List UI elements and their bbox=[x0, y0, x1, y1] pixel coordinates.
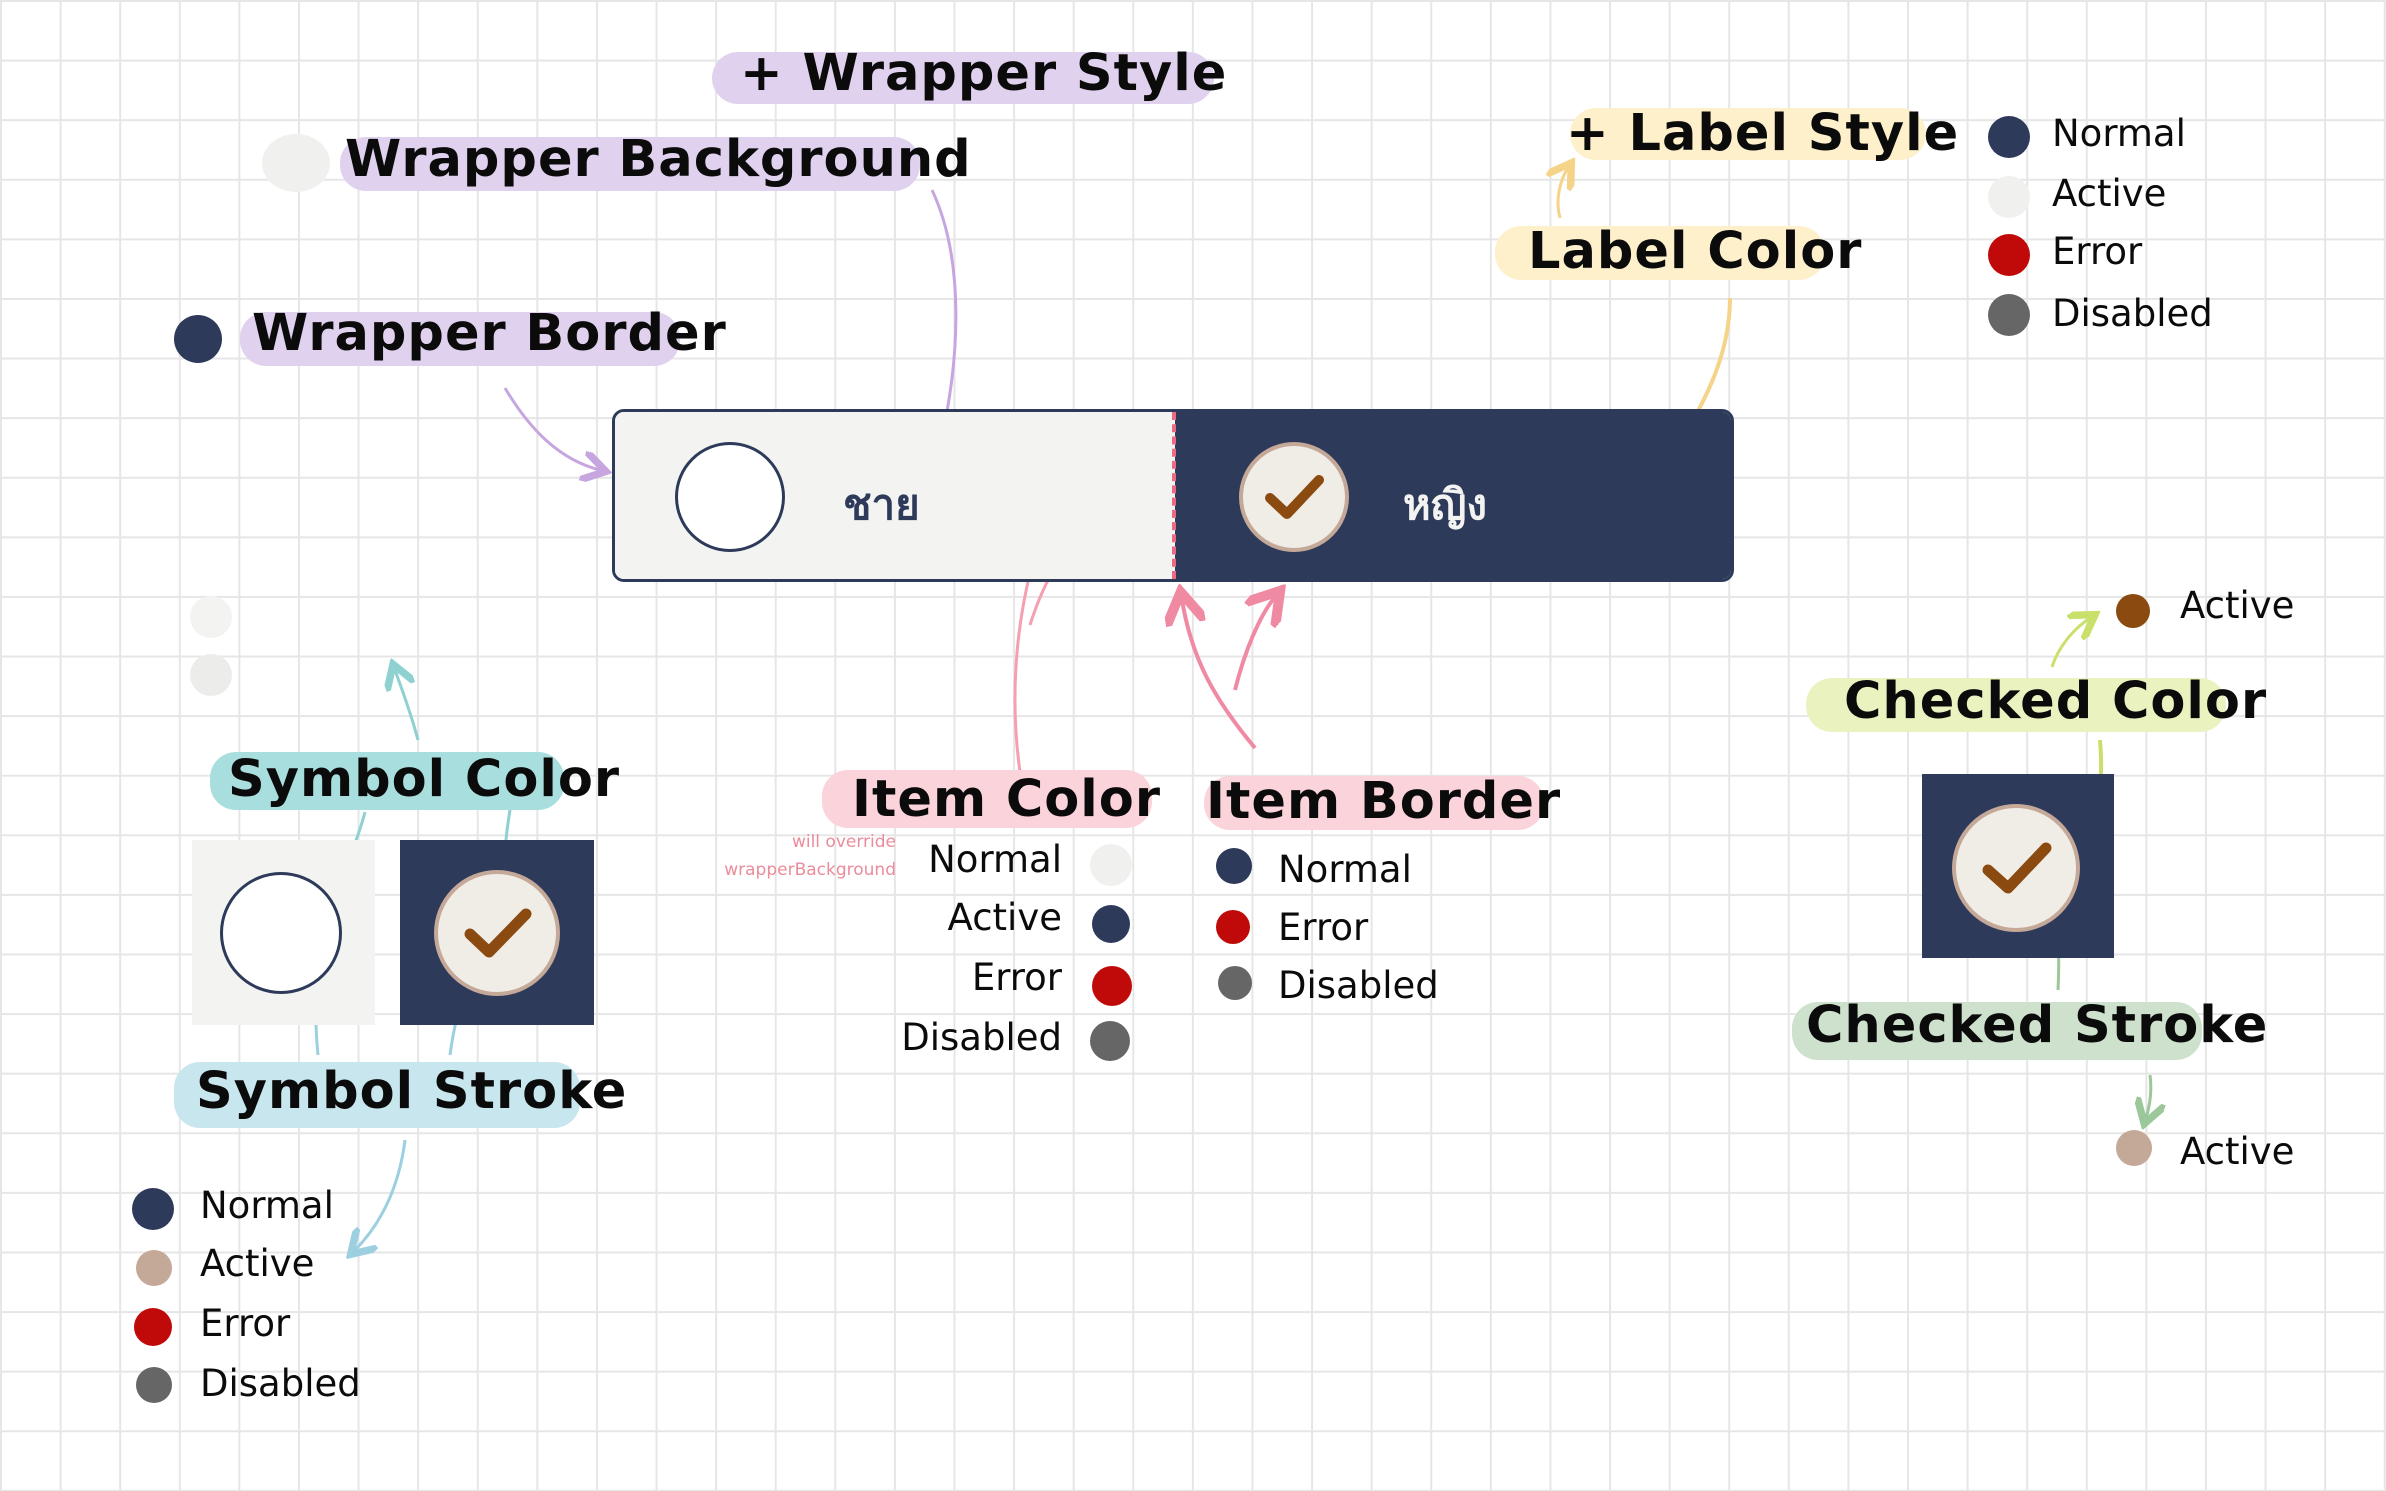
radio-label-female: หญิง bbox=[1403, 480, 1487, 529]
label-state-disabled: Disabled bbox=[2052, 292, 2213, 335]
label-color-highlight bbox=[1495, 226, 1825, 280]
label-state-error: Error bbox=[2052, 230, 2143, 273]
label-state-normal: Normal bbox=[2052, 112, 2186, 155]
radio-group-wrapper: ชาย หญิง bbox=[612, 409, 1734, 582]
item-color-state-active: Active bbox=[947, 896, 1062, 939]
wrapper-background-label: Wrapper Background bbox=[345, 130, 972, 189]
radio-item-female[interactable]: หญิง bbox=[1175, 412, 1731, 579]
checked-stroke-highlight bbox=[1792, 1002, 2202, 1060]
item-border-state-error: Error bbox=[1278, 906, 1369, 949]
item-color-state-normal: Normal bbox=[928, 838, 1062, 881]
symbol-color-highlight bbox=[210, 752, 564, 810]
checked-stroke-state: Active bbox=[2180, 1130, 2295, 1173]
wrapper-border-label: Wrapper Border bbox=[252, 304, 727, 363]
item-color-active-swatch bbox=[1092, 905, 1130, 943]
checked-stroke-label: Checked Stroke bbox=[1806, 996, 2269, 1055]
item-border-disabled-swatch bbox=[1218, 966, 1252, 1000]
checked-sample bbox=[1922, 774, 2114, 958]
symbol-state-active: Active bbox=[200, 1242, 315, 1285]
radio-symbol-checked[interactable] bbox=[1239, 442, 1349, 552]
checked-color-state: Active bbox=[2180, 584, 2295, 627]
symbol-hint-swatch-2 bbox=[190, 654, 232, 696]
item-border-state-disabled: Disabled bbox=[1278, 964, 1439, 1007]
symbol-disabled-swatch bbox=[136, 1367, 172, 1403]
item-border-normal-swatch bbox=[1216, 848, 1252, 884]
label-style-label: + Label Style bbox=[1566, 104, 1960, 163]
label-error-swatch bbox=[1988, 234, 2030, 276]
label-normal-swatch bbox=[1988, 116, 2030, 158]
item-color-state-disabled: Disabled bbox=[901, 1016, 1062, 1059]
check-icon bbox=[464, 908, 532, 958]
check-icon bbox=[1265, 475, 1324, 519]
label-style-highlight bbox=[1570, 108, 1926, 160]
symbol-state-normal: Normal bbox=[200, 1184, 334, 1227]
item-color-note-line2: wrapperBackground bbox=[724, 860, 896, 880]
item-color-state-error: Error bbox=[971, 956, 1062, 999]
item-divider bbox=[1172, 412, 1176, 579]
symbol-checked-sample bbox=[400, 840, 594, 1025]
symbol-unchecked-sample bbox=[192, 840, 375, 1025]
symbol-checked-circle bbox=[434, 870, 560, 996]
symbol-color-label: Symbol Color bbox=[228, 750, 621, 809]
item-color-disabled-swatch bbox=[1090, 1021, 1130, 1061]
checked-color-label: Checked Color bbox=[1844, 672, 2268, 731]
item-color-label: Item Color bbox=[852, 770, 1161, 829]
radio-symbol-unchecked[interactable] bbox=[675, 442, 785, 552]
symbol-unchecked-circle bbox=[220, 872, 342, 994]
symbol-stroke-highlight bbox=[174, 1062, 580, 1128]
symbol-state-disabled: Disabled bbox=[200, 1362, 361, 1405]
symbol-normal-swatch bbox=[132, 1188, 174, 1230]
item-border-state-normal: Normal bbox=[1278, 848, 1412, 891]
wrapper-border-highlight bbox=[240, 312, 680, 366]
item-color-error-swatch bbox=[1092, 966, 1132, 1006]
item-border-label: Item Border bbox=[1206, 772, 1562, 831]
item-color-highlight bbox=[822, 770, 1152, 828]
checked-color-active-swatch bbox=[2116, 594, 2150, 628]
wrapper-style-label: + Wrapper Style bbox=[740, 44, 1228, 103]
symbol-stroke-label: Symbol Stroke bbox=[196, 1062, 628, 1121]
label-color-label: Label Color bbox=[1528, 222, 1863, 281]
checked-stroke-active-swatch bbox=[2116, 1130, 2152, 1166]
label-disabled-swatch bbox=[1988, 294, 2030, 336]
checked-sample-circle bbox=[1952, 804, 2080, 932]
symbol-hint-swatch-1 bbox=[190, 596, 232, 638]
wrapper-border-swatch bbox=[174, 315, 222, 363]
item-border-highlight bbox=[1204, 776, 1544, 830]
symbol-state-error: Error bbox=[200, 1302, 291, 1345]
item-color-note-line1: will override bbox=[791, 832, 896, 852]
wrapper-style-highlight bbox=[712, 52, 1214, 104]
check-icon bbox=[1982, 842, 2052, 894]
symbol-error-swatch bbox=[134, 1308, 172, 1346]
radio-item-male[interactable]: ชาย bbox=[615, 412, 1175, 579]
radio-label-male: ชาย bbox=[843, 480, 920, 529]
item-border-error-swatch bbox=[1216, 910, 1250, 944]
wrapper-background-highlight bbox=[340, 137, 920, 191]
item-color-normal-swatch bbox=[1090, 844, 1132, 886]
checked-color-highlight bbox=[1806, 678, 2226, 732]
label-active-swatch bbox=[1988, 176, 2030, 218]
label-state-active: Active bbox=[2052, 172, 2167, 215]
wrapper-background-swatch bbox=[262, 134, 330, 192]
symbol-active-swatch bbox=[136, 1250, 172, 1286]
